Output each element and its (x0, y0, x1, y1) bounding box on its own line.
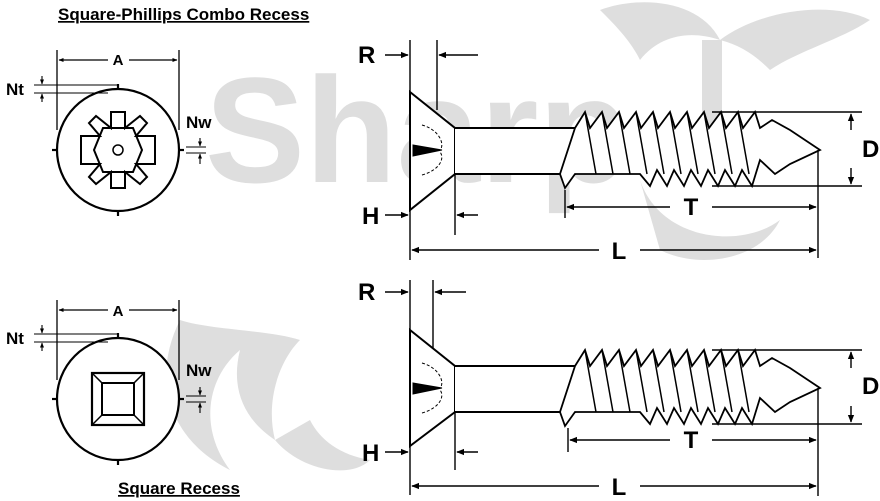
combo-r-dimension (385, 40, 478, 110)
combo-screw-side-view (409, 89, 822, 213)
combo-d-dimension (712, 111, 862, 187)
combo-recess-title: Square-Phillips Combo Recess (58, 5, 309, 24)
combo-d-label: D (862, 136, 879, 163)
square-r-dimension (385, 280, 466, 348)
square-h-dimension (385, 412, 478, 495)
combo-r-label: R (358, 42, 375, 69)
square-r-label: R (358, 279, 375, 306)
square-nt-dimension (34, 325, 118, 351)
square-a-label: A (113, 303, 124, 320)
combo-t-label: T (684, 194, 699, 221)
combo-h-dimension (385, 174, 478, 260)
square-recess-head-view (52, 333, 184, 465)
square-nw-label: Nw (186, 361, 212, 380)
wings-emblem (600, 2, 870, 260)
square-recess-outer (90, 371, 146, 427)
square-t-label: T (684, 427, 699, 454)
screw-shank (455, 127, 576, 175)
square-d-dimension (712, 349, 862, 425)
square-nt-label: Nt (6, 329, 24, 348)
square-nw-dimension (186, 387, 206, 413)
square-l-label: L (612, 474, 627, 501)
head-circle (55, 87, 181, 213)
square-recess-inner (101, 382, 135, 416)
screw-threads (559, 347, 822, 428)
combo-nt-label: Nt (6, 80, 24, 99)
square-d-label: D (862, 373, 879, 400)
screw-threads (559, 109, 822, 190)
square-h-label: H (362, 440, 379, 467)
screw-shank (455, 365, 576, 413)
combo-recess-head-view (52, 84, 184, 216)
combo-h-label: H (362, 203, 379, 230)
combo-t-dimension (564, 150, 819, 258)
square-screw-side-view (409, 327, 822, 449)
square-a-dimension (56, 300, 180, 380)
head-circle (55, 336, 181, 462)
square-recess-title: Square Recess (118, 479, 240, 498)
flame-emblem (166, 320, 370, 471)
combo-nw-dimension (186, 138, 206, 164)
square-t-dimension (567, 388, 819, 496)
combo-a-dimension (56, 50, 180, 130)
combo-a-label: A (113, 52, 124, 69)
combo-l-label: L (612, 238, 627, 265)
combo-nt-dimension (34, 76, 118, 102)
combo-nw-label: Nw (186, 113, 212, 132)
